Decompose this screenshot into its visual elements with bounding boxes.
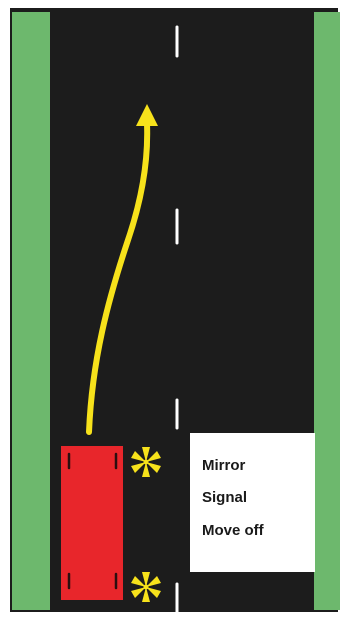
instruction-mirror: Mirror	[202, 457, 245, 474]
instruction-move-off: Move off	[202, 522, 264, 539]
right-verge	[314, 12, 340, 610]
instruction-panel: Mirror Signal Move off	[190, 433, 315, 572]
left-verge	[12, 12, 50, 610]
car	[61, 446, 123, 600]
instruction-signal: Signal	[202, 489, 247, 506]
car-body	[61, 446, 123, 600]
